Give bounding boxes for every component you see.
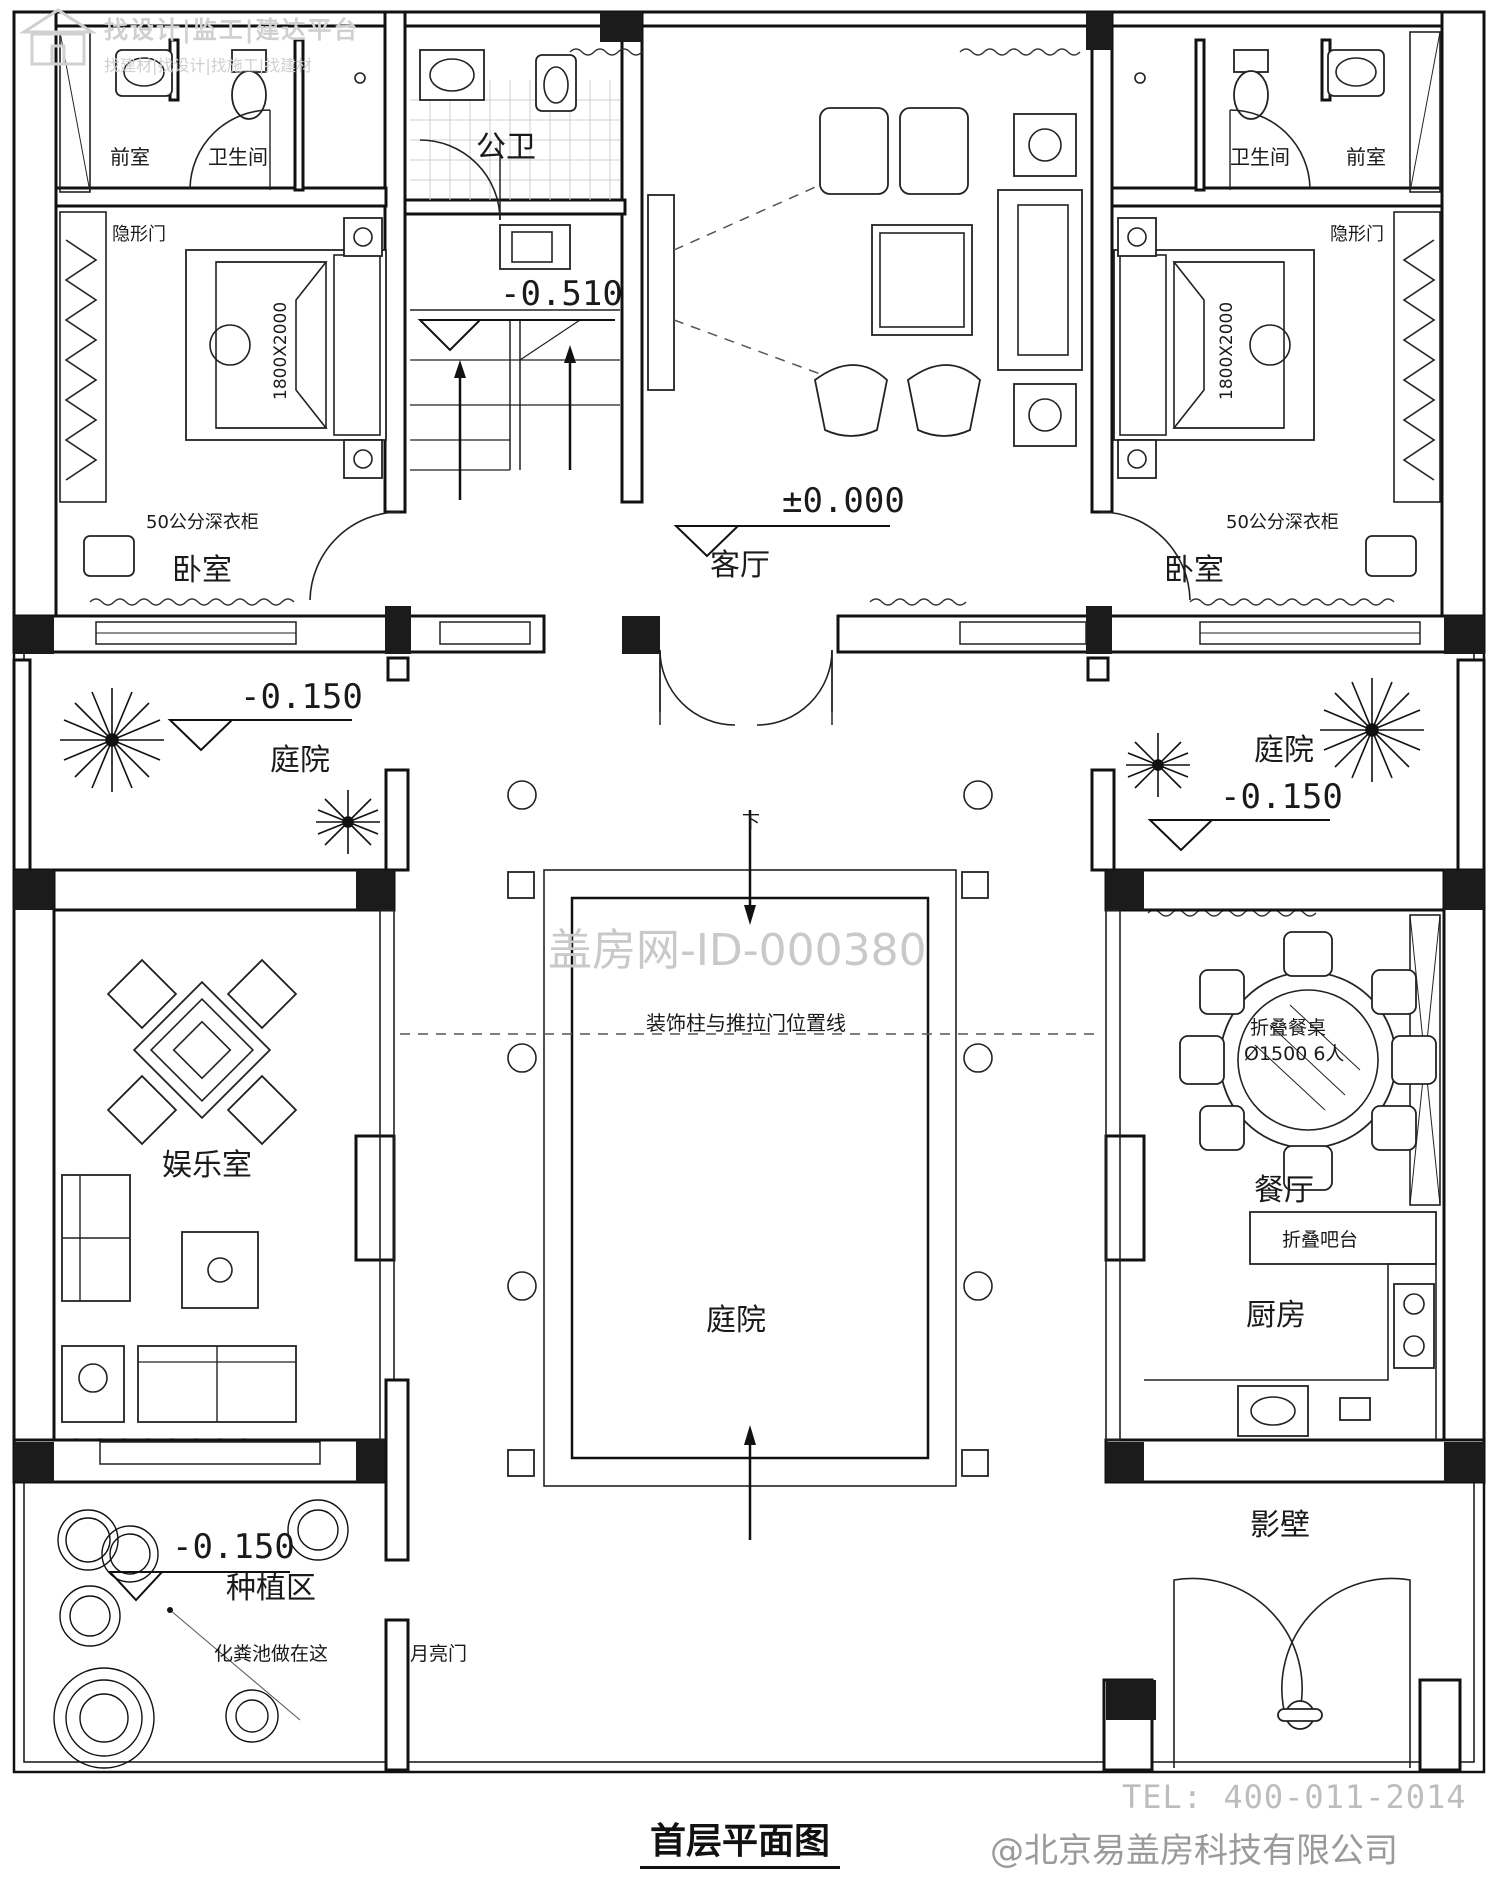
copyright-watermark: @北京易盖房科技有限公司 (990, 1831, 1398, 1871)
drawing-title: 首层平面图 (640, 1812, 840, 1869)
label-anteroom-left: 前室 (110, 145, 150, 169)
label-living-room: 客厅 (710, 548, 770, 583)
platform-links: 找建材|找设计|找施工|找建材 (104, 56, 313, 75)
bedroom-left (59, 211, 401, 601)
label-pillar-line: 装饰柱与推拉门位置线 (646, 1011, 846, 1035)
label-bath-right: 卫生间 (1230, 145, 1290, 169)
bedroom-right (1099, 211, 1441, 601)
tel-watermark: TEL: 400-011-2014 (1122, 1778, 1467, 1816)
west-wing (12, 868, 410, 1562)
room-labels: 前室 卫生间 公卫 卫生间 前室 隐形门 隐形门 1800X2000 1800X… (110, 130, 1386, 1665)
label-planting: 种植区 (226, 1571, 316, 1606)
label-screen-wall: 影壁 (1250, 1508, 1310, 1543)
label-hidden-door-left: 隐形门 (112, 224, 166, 245)
label-courtyard-center: 庭院 (706, 1303, 766, 1338)
platform-name: 找设计|监工|建达平台 (104, 16, 360, 44)
label-bedroom-left: 卧室 (172, 553, 232, 588)
label-hidden-door-right: 隐形门 (1330, 224, 1384, 245)
bath-left (59, 31, 366, 193)
label-septic-note: 化粪池做在这 (214, 1643, 328, 1665)
label-dining: 餐厅 (1254, 1173, 1314, 1208)
elev-court-left: -0.150 (240, 677, 363, 717)
north-courtyards (12, 658, 1486, 872)
bath-right (1134, 31, 1441, 193)
east-wing (1104, 868, 1486, 1484)
label-bath-left: 卫生间 (208, 145, 268, 169)
north-wing-windows (95, 621, 1421, 645)
label-table-size: Ø1500 6人 (1244, 1043, 1344, 1065)
label-wardrobe-right: 50公分深衣柜 (1226, 512, 1339, 533)
label-courtyard-right: 庭院 (1254, 733, 1314, 768)
label-anteroom-right: 前室 (1346, 145, 1386, 169)
elevation-labels: -0.510 ±0.000 -0.150 -0.150 -0.150 (172, 274, 1343, 1567)
north-wing-walls (12, 10, 1486, 682)
platform-logo: 找设计|监工|建达平台 找建材|找设计|找施工|找建材 (18, 6, 418, 76)
living-room (647, 107, 1083, 726)
elev-living: ±0.000 (782, 481, 905, 521)
label-bed-size-left: 1800X2000 (271, 302, 291, 400)
logo-house-icon (18, 8, 98, 66)
staircase (410, 309, 620, 500)
label-bedroom-right: 卧室 (1164, 553, 1224, 588)
central-courtyard (400, 810, 1100, 1540)
label-folding-table: 折叠餐桌 (1250, 1017, 1326, 1039)
label-moon-gate: 月亮门 (410, 1643, 467, 1665)
elev-wc: -0.510 (500, 274, 623, 314)
label-entertainment: 娱乐室 (162, 1148, 252, 1183)
label-folding-bar: 折叠吧台 (1282, 1229, 1358, 1251)
watermark-id: 盖房网-ID-000380 (548, 925, 927, 976)
label-bed-size-right: 1800X2000 (1217, 302, 1237, 400)
elev-court-right: -0.150 (1220, 777, 1343, 817)
label-kitchen: 厨房 (1246, 1298, 1306, 1333)
label-stair-down: 下 (742, 812, 760, 833)
south-garden (53, 1499, 1462, 1772)
elev-planting: -0.150 (172, 1527, 295, 1567)
label-wardrobe-left: 50公分深衣柜 (146, 512, 259, 533)
label-courtyard-left: 庭院 (270, 743, 330, 778)
label-public-wc: 公卫 (476, 130, 536, 165)
public-wc (410, 49, 620, 270)
